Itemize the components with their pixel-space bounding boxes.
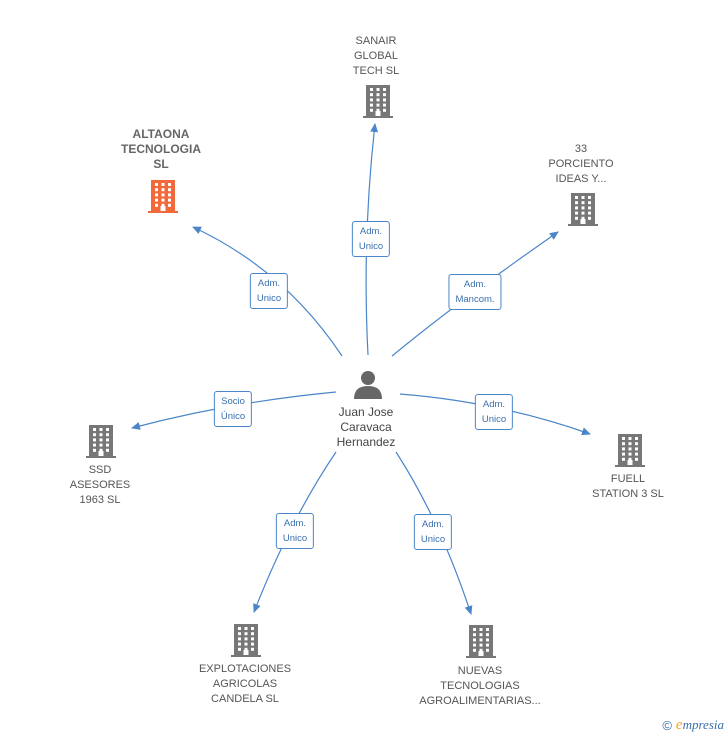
building-icon-nuevas[interactable] xyxy=(466,625,496,658)
building-icon-altaona[interactable] xyxy=(148,180,178,213)
company-name-ssd[interactable]: SSD ASESORES 1963 SL xyxy=(69,464,131,506)
company-name-fuell[interactable]: FUELL STATION 3 SL xyxy=(592,473,664,500)
person-icon[interactable] xyxy=(354,371,382,399)
relation-label-fuell[interactable]: Adm. Unico xyxy=(474,394,514,430)
relation-label-altaona[interactable]: Adm. Unico xyxy=(249,273,289,309)
relation-label-ssd[interactable]: Socio Único xyxy=(213,391,253,427)
building-icon-porciento[interactable] xyxy=(568,193,598,226)
building-icon-sanair[interactable] xyxy=(363,85,393,118)
relation-label-nuevas[interactable]: Adm. Unico xyxy=(413,514,453,550)
footer-brand[interactable]: © empresia xyxy=(662,717,724,734)
relation-label-sanair[interactable]: Adm. Unico xyxy=(351,221,391,257)
building-icon-ssd[interactable] xyxy=(86,425,116,458)
relation-label-explotaciones[interactable]: Adm. Unico xyxy=(275,513,315,549)
relation-label-porciento[interactable]: Adm. Mancom. xyxy=(448,274,502,310)
company-name-altaona[interactable]: ALTAONA TECNOLOGIA SL xyxy=(121,127,201,171)
building-icon-explotaciones[interactable] xyxy=(231,624,261,657)
brand-logo-e: e xyxy=(675,717,683,733)
company-name-sanair[interactable]: SANAIR GLOBAL TECH SL xyxy=(352,35,400,77)
company-name-nuevas[interactable]: NUEVAS TECNOLOGIAS AGROALIMENTARIAS... xyxy=(419,665,541,707)
building-icon-fuell[interactable] xyxy=(615,434,645,467)
person-name[interactable]: Juan Jose Caravaca Hernandez xyxy=(336,405,396,449)
company-name-explotaciones[interactable]: EXPLOTACIONES AGRICOLAS CANDELA SL xyxy=(198,663,292,705)
copyright-icon: © xyxy=(662,718,672,733)
company-name-porciento[interactable]: 33 PORCIENTO IDEAS Y... xyxy=(548,143,614,185)
brand-logo-text: mpresia xyxy=(682,717,724,732)
